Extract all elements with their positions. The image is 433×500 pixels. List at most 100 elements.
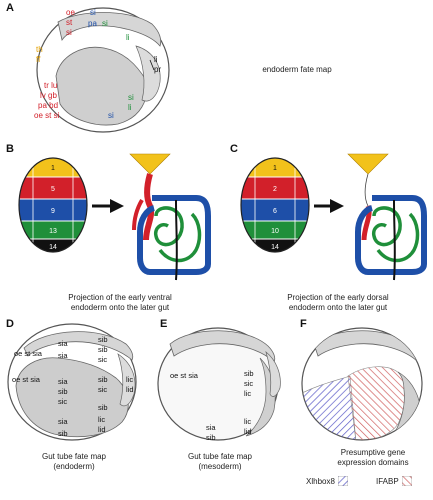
xlhbox8-swatch [337, 476, 348, 486]
panel-b-letter: B [6, 143, 14, 155]
panel-e-caption-line: (mesoderm) [198, 462, 242, 471]
panel-e-caption-line: Gut tube fate map [187, 452, 253, 461]
panel-f-legend-ifabp: IFABP [376, 476, 412, 486]
panel-a-blue-label: si [108, 111, 114, 120]
panel-a-red-label: st [66, 18, 73, 27]
panel-c-gut-projection [347, 153, 427, 281]
panel-d-label: sia [58, 351, 68, 360]
panel-b-blastula-outline [18, 157, 88, 253]
panel-d-label: sib [98, 403, 108, 412]
panel-e-label: lic [244, 417, 251, 426]
panel-c-letter: C [230, 143, 238, 155]
panel-d-embryo: sia sib sib oe st sia sia sic oe st sia … [7, 323, 137, 441]
panel-d-label: lic [126, 375, 133, 384]
panel-a-letter: A [6, 2, 14, 14]
panel-e-label: sic [244, 379, 253, 388]
panel-a-title: endoderm fate map [262, 65, 332, 74]
panel-c-arrow [314, 199, 344, 213]
panel-a-red-label: oe [66, 8, 75, 17]
panel-c-caption-line: Projection of the early dorsal [287, 293, 389, 302]
panel-c-blastula-outline [240, 157, 310, 253]
panel-e-label: sib [206, 433, 216, 442]
panel-a-pointer [149, 59, 155, 71]
panel-d-label: sia [58, 339, 68, 348]
panel-f-caption: Presumptive gene expression domains [318, 448, 428, 468]
panel-d-letter: D [6, 318, 14, 330]
panel-f-legend-xlhbox8: Xlhbox8 [306, 476, 348, 486]
panel-a-green-label: li [126, 33, 130, 42]
panel-b-tier-label: 9 [51, 208, 55, 215]
panel-a-yellow-label: ff [36, 55, 41, 64]
panel-a-blue-label: pa [88, 19, 97, 28]
panel-a-green-label: si [102, 19, 108, 28]
panel-c-tier-label: 6 [273, 208, 277, 215]
panel-d-caption-line: (endoderm) [53, 462, 95, 471]
panel-c-caption-line: endoderm onto the later gut [288, 303, 388, 312]
panel-b-tier-label: 14 [49, 244, 57, 251]
panel-b-gut-projection [129, 153, 211, 281]
panel-e-label: sia [206, 423, 216, 432]
panel-a-blue-label: si [90, 8, 96, 17]
panel-f-legend-label: IFABP [376, 476, 399, 486]
panel-d-label: sia [58, 417, 68, 426]
panel-e-embryo: oe st sia sib sic lic lic lid sia sib [157, 327, 281, 442]
panel-d-caption: Gut tube fate map (endoderm) [14, 452, 134, 472]
panel-c-tier-label: 1 [273, 165, 277, 172]
panel-e-label: lid [244, 427, 252, 436]
panel-f-caption-line: expression domains [337, 458, 409, 467]
panel-e-label: sib [244, 369, 254, 378]
panel-c-caption: Projection of the early dorsal endoderm … [248, 293, 428, 313]
panel-c-tier-label: 2 [273, 186, 277, 193]
panel-d-label: sib [58, 429, 68, 438]
panel-a-red-label: oe st si [34, 111, 60, 120]
panel-d-label: sic [98, 385, 107, 394]
panel-c-tier-label: 14 [271, 244, 279, 251]
panel-b-arrow [92, 199, 124, 213]
panel-e-label: oe st sia [170, 371, 199, 380]
panel-b-tier-label: 5 [51, 186, 55, 193]
panel-d-label: oe st sia [12, 375, 41, 384]
panel-d-label: sib [98, 375, 108, 384]
panel-d-label: sic [98, 355, 107, 364]
panel-d-label: sib [98, 335, 108, 344]
panel-b-caption: Projection of the early ventral endoderm… [30, 293, 210, 313]
panel-b-tier-label: 1 [51, 165, 55, 172]
panel-d-posterior-lobe [117, 353, 136, 407]
panel-b-diagram: 1 5 9 13 14 [18, 153, 211, 281]
panel-d-label: oe st sia [14, 349, 43, 358]
panel-d-dorsal-band [23, 331, 134, 361]
panel-f-letter: F [300, 318, 307, 330]
panel-a-red-label: si [66, 28, 72, 37]
panel-d-label: lic [98, 415, 105, 424]
panel-c-tier-label: 10 [271, 228, 279, 235]
panel-f-ifabp-domain [347, 366, 406, 440]
panel-b-caption-line: endoderm onto the later gut [70, 303, 170, 312]
panel-e-posterior-lobe [265, 351, 281, 397]
panel-f-embryo [301, 327, 423, 441]
panel-a-red-label: pa bd [38, 101, 58, 110]
panel-a-posterior-lobe [135, 45, 161, 102]
panel-d-caption-line: Gut tube fate map [41, 452, 107, 461]
panel-a-dorsal-band [57, 12, 162, 47]
panel-f-caption-line: Presumptive gene [340, 448, 406, 457]
panel-a-black-label: pr [154, 65, 161, 74]
panel-a-yellow-label: th [36, 45, 43, 54]
panel-c-diagram: 1 2 6 10 14 [240, 153, 427, 281]
panel-e-caption: Gut tube fate map (mesoderm) [160, 452, 280, 472]
panel-b-tier-label: 13 [49, 228, 57, 235]
panel-a-green-label: si [128, 93, 134, 102]
panel-d-label: sic [58, 397, 67, 406]
panel-a-black-label: li [154, 55, 158, 64]
panel-d-label: sib [58, 387, 68, 396]
panel-a-green-label: li [128, 103, 132, 112]
ifabp-swatch [401, 476, 412, 486]
panel-b-caption-line: Projection of the early ventral [68, 293, 172, 302]
panel-e-letter: E [160, 318, 168, 330]
panel-a-red-label: lv gb [40, 91, 57, 100]
panel-f-legend-label: Xlhbox8 [306, 476, 335, 486]
panel-e-label: lic [244, 389, 251, 398]
panel-d-label: sia [58, 377, 68, 386]
panel-d-label: lid [98, 425, 106, 434]
panel-a-red-label: tr lu [44, 81, 57, 90]
panel-d-label: lid [126, 385, 134, 394]
